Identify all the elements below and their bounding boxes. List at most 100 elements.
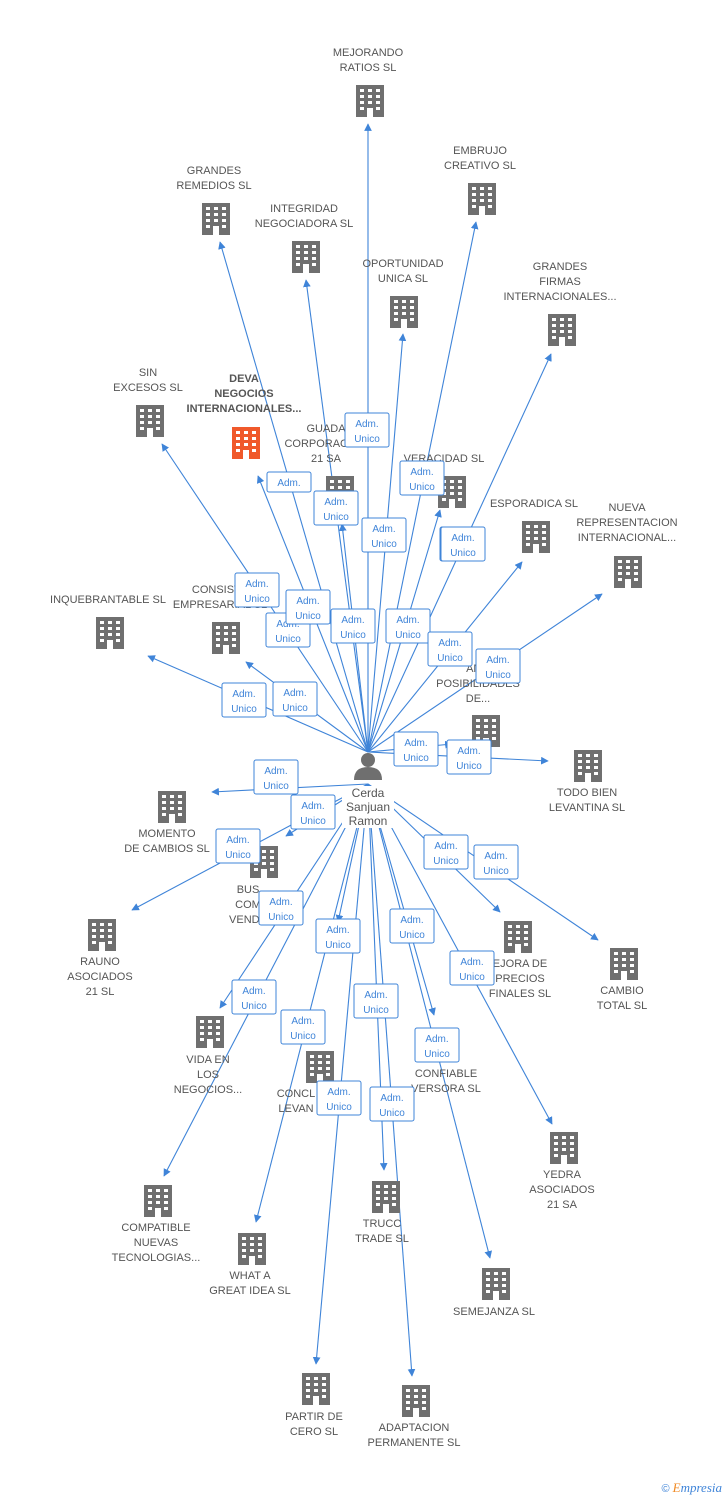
company-label-line[interactable]: 21 SL (86, 986, 115, 998)
building-icon[interactable] (390, 296, 418, 328)
company-label-esporadica[interactable]: ESPORADICA SL (490, 498, 578, 510)
company-label-inquebrantable[interactable]: INQUEBRANTABLE SL (50, 594, 166, 606)
company-label-line[interactable]: VERSORA SL (411, 1083, 481, 1095)
company-label-mejora-precios[interactable]: EJORA DE PRECIOS FINALES SL (489, 958, 551, 1000)
company-label-grandes-firmas[interactable]: GRANDES FIRMAS INTERNACIONALES... (503, 261, 616, 303)
company-label-cambio-total[interactable]: CAMBIO TOTAL SL (597, 985, 648, 1012)
building-icon[interactable] (504, 921, 532, 953)
company-label-nueva[interactable]: NUEVA REPRESENTACION INTERNACIONAL... (576, 502, 677, 544)
company-label-line[interactable]: GRANDES (187, 165, 241, 177)
building-icon[interactable] (88, 919, 116, 951)
building-icon[interactable] (372, 1181, 400, 1213)
company-label-line[interactable]: EXCESOS SL (113, 382, 183, 394)
company-label-confiable[interactable]: CONFIABLE VERSORA SL (411, 1068, 481, 1095)
building-icon[interactable] (136, 405, 164, 437)
building-icon[interactable] (610, 948, 638, 980)
building-icon[interactable] (96, 617, 124, 649)
building-icon[interactable] (550, 1132, 578, 1164)
building-icon[interactable] (292, 241, 320, 273)
company-label-line[interactable]: DEVA (229, 373, 259, 385)
company-label-line[interactable]: INTERNACIONAL... (578, 532, 676, 544)
company-label-mejorando[interactable]: MEJORANDO RATIOS SL (333, 47, 404, 74)
company-label-partir[interactable]: PARTIR DE CERO SL (285, 1411, 343, 1438)
company-label-line[interactable]: CAMBIO (600, 985, 644, 997)
company-label-line[interactable]: YEDRA (543, 1169, 582, 1181)
company-label-line[interactable]: MEJORANDO (333, 47, 404, 59)
building-icon[interactable] (232, 427, 260, 459)
company-label-line[interactable]: EJORA DE (493, 958, 547, 970)
company-label-line[interactable]: COMPATIBLE (121, 1222, 190, 1234)
building-icon[interactable] (574, 750, 602, 782)
person-name-line[interactable]: Cerda (352, 786, 385, 800)
company-label-line[interactable]: GUADA (306, 423, 346, 435)
company-label-line[interactable]: GRANDES (533, 261, 587, 273)
company-label-rauno[interactable]: RAUNO ASOCIADOS 21 SL (67, 956, 132, 998)
company-label-line[interactable]: INQUEBRANTABLE SL (50, 594, 166, 606)
company-label-line[interactable]: TRADE SL (355, 1233, 409, 1245)
building-icon[interactable] (238, 1233, 266, 1265)
company-label-line[interactable]: SEMEJANZA SL (453, 1306, 535, 1318)
company-label-line[interactable]: WHAT A (229, 1270, 271, 1282)
company-label-line[interactable]: DE CAMBIOS SL (124, 843, 210, 855)
company-label-momento[interactable]: MOMENTO DE CAMBIOS SL (124, 828, 210, 855)
company-label-line[interactable]: TODO BIEN (557, 787, 617, 799)
company-label-line[interactable]: LOS (197, 1069, 219, 1081)
building-icon[interactable] (306, 1051, 334, 1083)
company-label-line[interactable]: INTERNACIONALES... (503, 291, 616, 303)
company-label-line[interactable]: RATIOS SL (340, 62, 397, 74)
company-label-line[interactable]: REPRESENTACION (576, 517, 677, 529)
building-icon[interactable] (212, 622, 240, 654)
company-label-line[interactable]: EMBRUJO (453, 145, 507, 157)
company-label-line[interactable]: REMEDIOS SL (176, 180, 251, 192)
company-label-embrujo[interactable]: EMBRUJO CREATIVO SL (444, 145, 516, 172)
company-label-line[interactable]: TOTAL SL (597, 1000, 648, 1012)
company-label-vida[interactable]: VIDA EN LOS NEGOCIOS... (174, 1054, 242, 1096)
company-label-line[interactable]: NUEVA (608, 502, 646, 514)
company-label-semejanza[interactable]: SEMEJANZA SL (453, 1306, 535, 1318)
company-label-line[interactable]: SIN (139, 367, 157, 379)
company-label-line[interactable]: FINALES SL (489, 988, 551, 1000)
company-label-grandes-remedios[interactable]: GRANDES REMEDIOS SL (176, 165, 251, 192)
building-icon[interactable] (548, 314, 576, 346)
company-label-line[interactable]: MOMENTO (138, 828, 196, 840)
building-icon[interactable] (468, 183, 496, 215)
company-label-line[interactable]: INTERNACIONALES... (187, 403, 302, 415)
company-label-line[interactable]: COM (235, 899, 261, 911)
company-label-line[interactable]: CERO SL (290, 1426, 338, 1438)
company-label-line[interactable]: PARTIR DE (285, 1411, 343, 1423)
company-label-line[interactable]: CREATIVO SL (444, 160, 516, 172)
building-icon[interactable] (158, 791, 186, 823)
company-label-line[interactable]: PRECIOS (495, 973, 545, 985)
building-icon[interactable] (196, 1016, 224, 1048)
company-label-line[interactable]: CONFIABLE (415, 1068, 477, 1080)
company-label-line[interactable]: ADAPTACION (379, 1422, 450, 1434)
company-label-line[interactable]: DE... (466, 693, 490, 705)
company-label-line[interactable]: OPORTUNIDAD (362, 258, 443, 270)
company-label-line[interactable]: TECNOLOGIAS... (112, 1252, 201, 1264)
company-label-line[interactable]: FIRMAS (539, 276, 581, 288)
building-icon[interactable] (402, 1385, 430, 1417)
person-name-line[interactable]: Sanjuan (346, 800, 390, 814)
building-icon[interactable] (302, 1373, 330, 1405)
person-icon[interactable] (354, 753, 382, 780)
company-label-line[interactable]: UNICA SL (378, 273, 428, 285)
company-label-line[interactable]: VENDE (229, 914, 267, 926)
company-label-line[interactable]: VIDA EN (186, 1054, 229, 1066)
company-label-line[interactable]: NEGOCIOS... (174, 1084, 242, 1096)
company-label-line[interactable]: ASOCIADOS (67, 971, 132, 983)
company-label-line[interactable]: ASOCIADOS (529, 1184, 594, 1196)
building-icon[interactable] (202, 203, 230, 235)
company-label-line[interactable]: RAUNO (80, 956, 120, 968)
building-icon[interactable] (482, 1268, 510, 1300)
company-label-line[interactable]: INTEGRIDAD (270, 203, 338, 215)
company-label-oportunidad[interactable]: OPORTUNIDAD UNICA SL (362, 258, 443, 285)
company-label-line[interactable]: ESPORADICA SL (490, 498, 578, 510)
